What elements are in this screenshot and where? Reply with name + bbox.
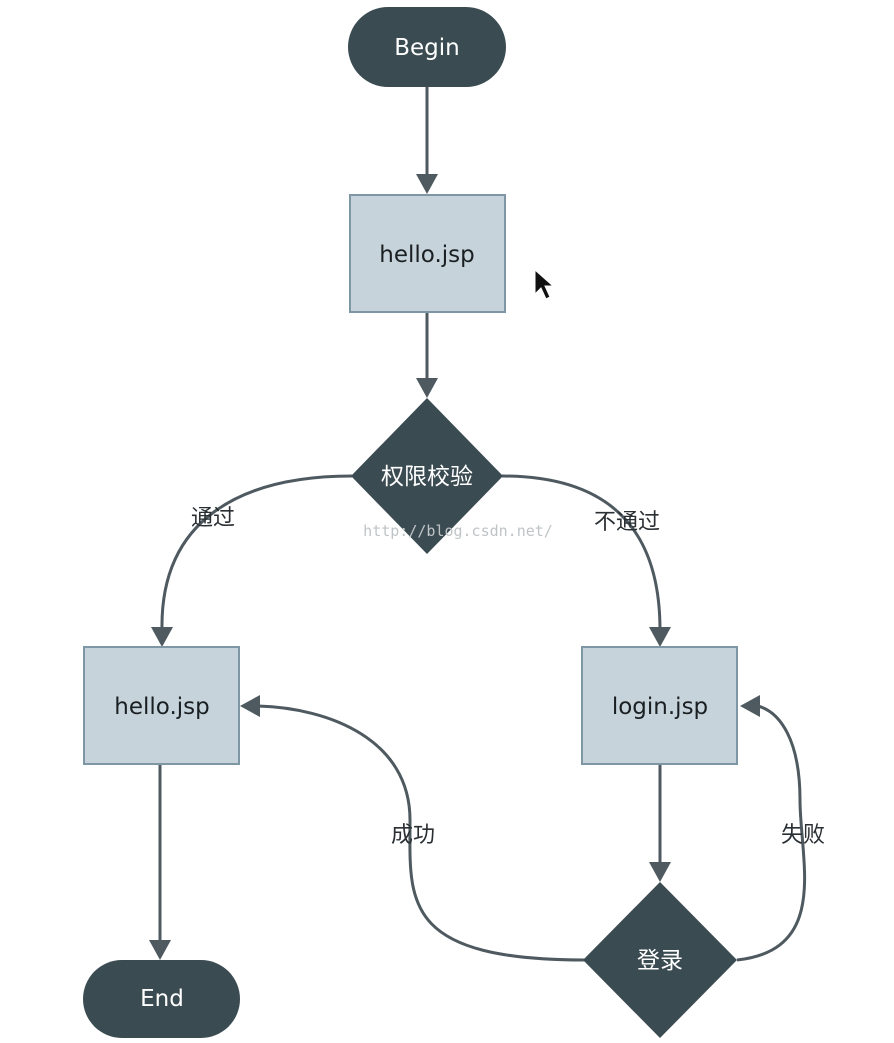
- login-decision-label: 登录: [637, 948, 683, 974]
- edge-login-success: [257, 704, 586, 962]
- label-pass: 通过: [191, 506, 235, 531]
- hello-left-node: hello.jsp: [83, 646, 240, 765]
- end-node: End: [83, 960, 240, 1038]
- arrowhead-auth-pass: [151, 627, 173, 647]
- edge-login-failure: [736, 704, 807, 962]
- hello-left-label: hello.jsp: [114, 694, 209, 720]
- hello-top-label: hello.jsp: [379, 242, 474, 268]
- login-node: login.jsp: [581, 646, 738, 765]
- begin-node: Begin: [348, 7, 506, 87]
- arrowhead-login-failure: [740, 695, 760, 717]
- arrowhead-hello-to-end: [149, 940, 171, 960]
- login-decision: 登录: [583, 882, 737, 1038]
- login-label: login.jsp: [612, 694, 708, 720]
- arrowhead-login-to-decision: [649, 862, 671, 882]
- label-failure: 失败: [781, 823, 825, 848]
- end-label: End: [140, 986, 184, 1012]
- edge-auth-fail: [501, 474, 662, 631]
- hello-top-node: hello.jsp: [349, 194, 506, 313]
- arrowhead-hello-to-auth: [416, 378, 438, 398]
- auth-check-label: 权限校验: [381, 464, 473, 490]
- auth-check-decision: 权限校验: [351, 398, 503, 554]
- arrowhead-auth-fail: [649, 627, 671, 647]
- edge-auth-pass: [160, 474, 353, 631]
- label-fail-pass: 不通过: [594, 510, 660, 535]
- mouse-cursor-icon: [534, 268, 555, 300]
- begin-label: Begin: [394, 35, 460, 61]
- watermark-text: http://blog.csdn.net/: [363, 522, 553, 540]
- arrowhead-login-success: [240, 695, 260, 717]
- label-success: 成功: [391, 823, 435, 848]
- arrowhead-begin-to-hello: [416, 174, 438, 194]
